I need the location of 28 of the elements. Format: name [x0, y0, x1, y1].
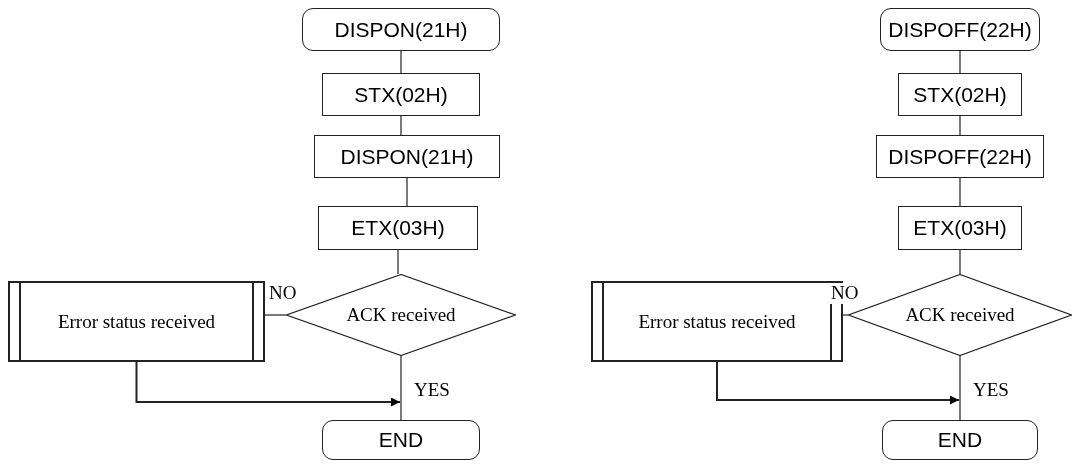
connector-line [264, 314, 287, 316]
process-box: DISPOFF(22H) [876, 135, 1044, 178]
connector-line [959, 249, 961, 275]
terminal-box: END [882, 420, 1038, 460]
connector-line [959, 115, 961, 136]
connector-line [406, 177, 408, 207]
process-box: STX(02H) [322, 73, 480, 116]
predefined-process-box: Error status received [8, 281, 265, 362]
connector-line [400, 355, 402, 421]
terminal-box: END [322, 420, 480, 460]
connector-line [842, 314, 849, 316]
connector-line [400, 115, 402, 136]
connector-line [397, 249, 399, 275]
process-box: STX(02H) [898, 73, 1022, 116]
process-box: ETX(03H) [318, 206, 478, 250]
connector-line [959, 50, 961, 74]
decision-label: ACK received [346, 303, 456, 328]
connector-line [959, 355, 961, 421]
arrow [716, 361, 960, 405]
terminal-box: DISPON(21H) [302, 8, 500, 51]
connector-line [400, 50, 402, 74]
edge-label: NO [830, 283, 860, 304]
process-box: ETX(03H) [898, 206, 1022, 250]
connector-line [959, 177, 961, 207]
decision-label: ACK received [905, 303, 1015, 328]
terminal-box: DISPOFF(22H) [880, 8, 1040, 51]
process-box: DISPON(21H) [314, 135, 500, 178]
arrow [135, 361, 401, 407]
